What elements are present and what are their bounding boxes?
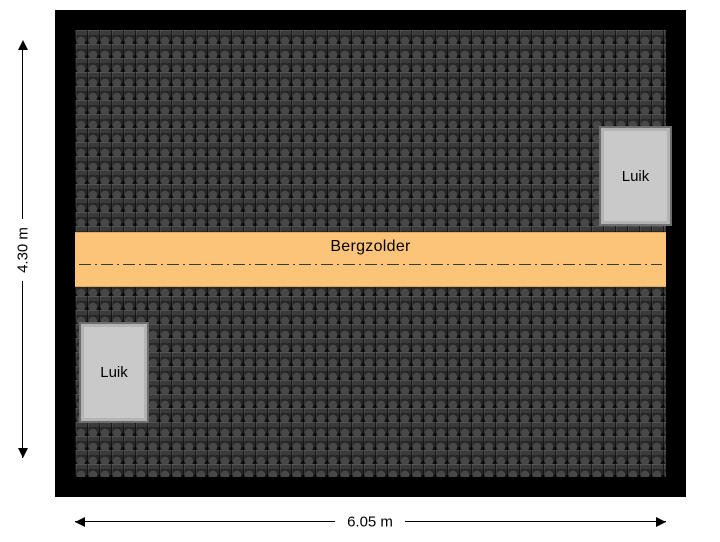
horizontal-dimension-label: 6.05 m — [335, 512, 405, 532]
bergzolder-label: Bergzolder — [330, 238, 411, 255]
bergzolder-band: Bergzolder — [75, 232, 666, 287]
plan-outline: Bergzolder Luik Luik — [55, 10, 686, 497]
vertical-dimension-label: 4.30 m — [13, 219, 33, 281]
arrow-right-icon — [656, 516, 666, 527]
arrow-up-icon — [17, 40, 28, 50]
luik-hatch-top-right: Luik — [599, 126, 672, 226]
arrow-down-icon — [17, 448, 28, 458]
luik-label: Luik — [100, 364, 128, 381]
roof-tile-area: Bergzolder Luik Luik — [75, 30, 672, 477]
bergzolder-centerline — [79, 264, 662, 265]
luik-label: Luik — [621, 167, 650, 185]
arrow-left-icon — [75, 516, 85, 527]
luik-hatch-bottom-left: Luik — [79, 322, 149, 423]
